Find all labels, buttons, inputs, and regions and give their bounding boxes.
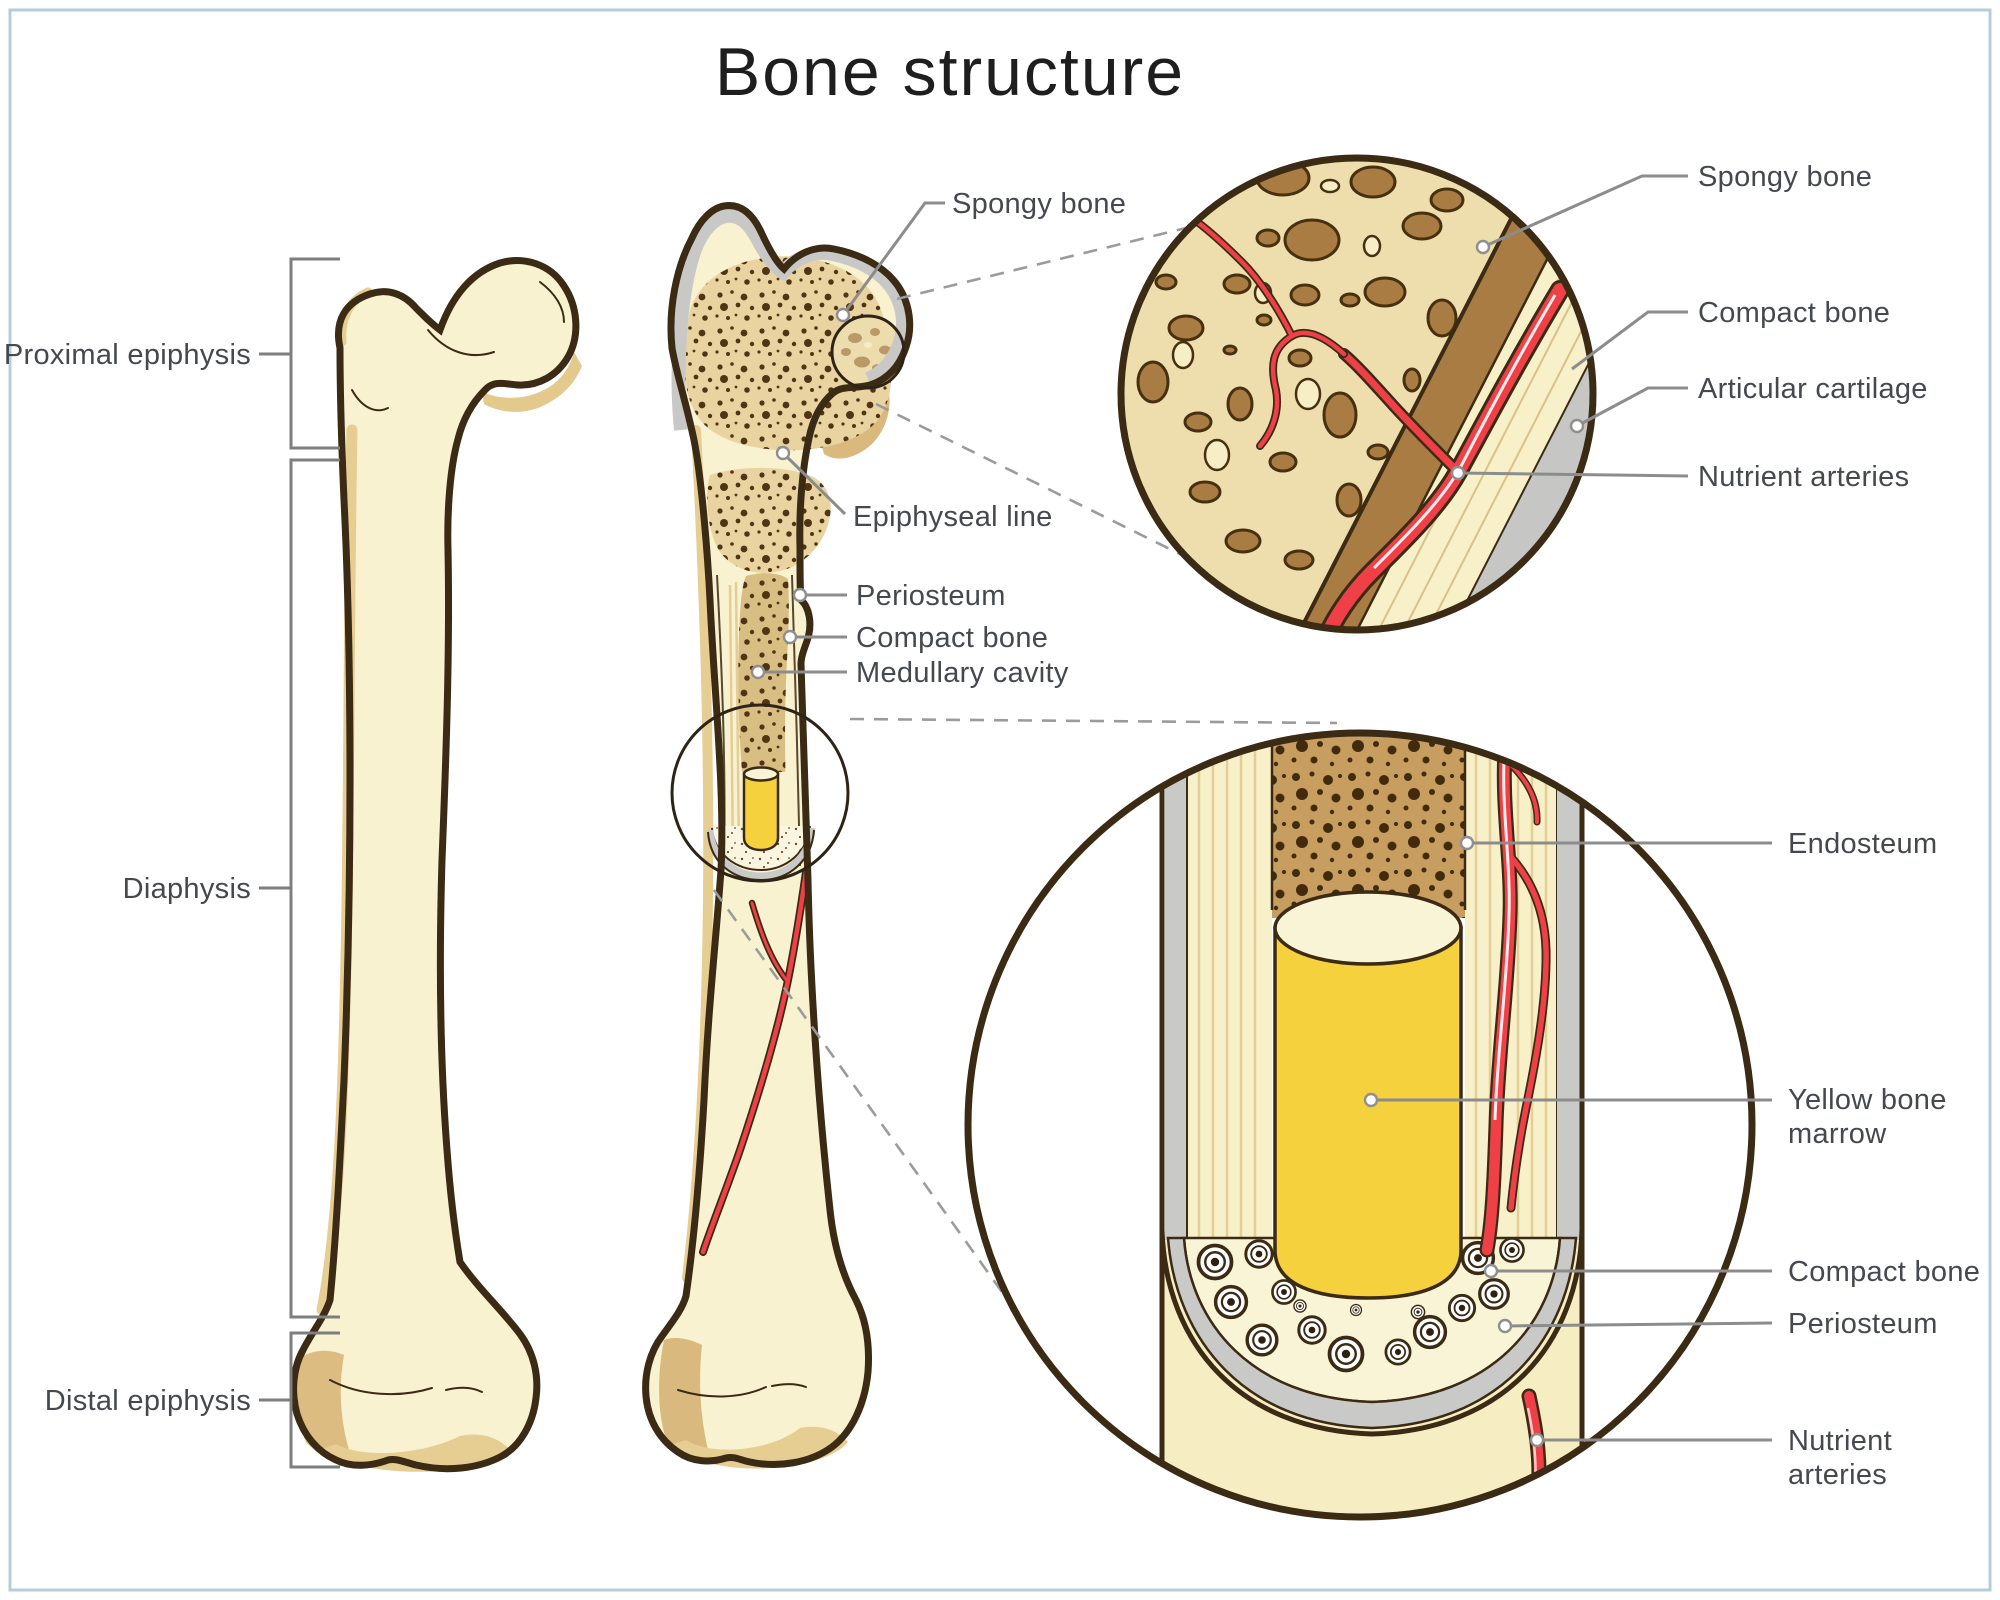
periosteum-label: Periosteum <box>856 580 1006 612</box>
inset-bottom-periosteum-label: Periosteum <box>1788 1308 1938 1340</box>
sectioned-femur-outline <box>642 202 914 1468</box>
spongy-bone-label: Spongy bone <box>952 188 1126 220</box>
proximal-epiphysis-label: Proximal epiphysis <box>4 339 251 371</box>
spongy-trabecula-blobs <box>1136 161 1465 571</box>
epiphyseal-line-label: Epiphyseal line <box>853 501 1053 533</box>
proximal-epiphysis-bracket <box>289 257 340 450</box>
spongy-marrow-spaces <box>1171 178 1382 472</box>
inset-top-compact-label: Compact bone <box>1698 297 1890 329</box>
diaphysis-inset-circle <box>964 729 1756 1521</box>
inset-bottom-artery <box>1479 733 1551 1258</box>
inset-bottom-endosteum-label: Endosteum <box>1788 828 1937 860</box>
page-border <box>8 8 1992 1592</box>
whole-femur-illustration <box>290 257 582 1473</box>
whole-femur-body <box>293 260 576 1469</box>
page-title: Bone structure <box>715 34 1185 110</box>
compact-bone-label: Compact bone <box>856 622 1048 654</box>
inset-top-articular-label: Articular cartilage <box>1698 373 1928 405</box>
head-cartilage-band <box>671 208 911 431</box>
inset-bottom-compact-label: Compact bone <box>1788 1256 1980 1288</box>
inset-top-spongy-label: Spongy bone <box>1698 161 1872 193</box>
magnification-connectors <box>712 225 1338 1293</box>
inset-bottom-spongy-column <box>1270 733 1467 918</box>
diaphysis-label: Diaphysis <box>123 873 251 905</box>
inset-bottom-ring <box>964 729 1756 1521</box>
sectioned-femur-illustration <box>642 202 914 1469</box>
inset-top-nutrient-arteries <box>1188 214 1570 627</box>
inset-top-nutrient-label: Nutrient arteries <box>1698 461 1909 493</box>
distal-epiphysis-label: Distal epiphysis <box>45 1385 251 1417</box>
head-magnifier-ring <box>830 314 906 390</box>
whole-femur-outline <box>290 257 580 1473</box>
inset-bottom-nutrient-label-line2: arteries <box>1788 1459 1887 1491</box>
cup-periosteum-band <box>1166 1236 1578 1430</box>
inset-bottom-marrow-label-line2: marrow <box>1788 1118 1887 1150</box>
inset-top-layer-bands <box>1266 177 1590 627</box>
inset-bottom-marrow-label-line1: Yellow bone <box>1788 1084 1947 1116</box>
inset-bottom-callouts <box>1363 835 1773 1448</box>
epiphysis-inset-circle <box>1117 154 1597 634</box>
inset-top-ring <box>1117 154 1597 634</box>
shaft-nutrient-artery <box>699 868 810 1256</box>
medullary-cavity-label: Medullary cavity <box>856 657 1069 689</box>
sectioned-bone-callouts <box>750 201 945 680</box>
yellow-marrow-cylinder <box>1273 890 1463 1300</box>
shaft-magnifier-ring <box>670 703 850 883</box>
inset-top-callouts <box>1450 174 1689 481</box>
whole-bone-region-brackets <box>259 257 340 1469</box>
inset-bottom-nutrient-label-line1: Nutrient <box>1788 1425 1892 1457</box>
